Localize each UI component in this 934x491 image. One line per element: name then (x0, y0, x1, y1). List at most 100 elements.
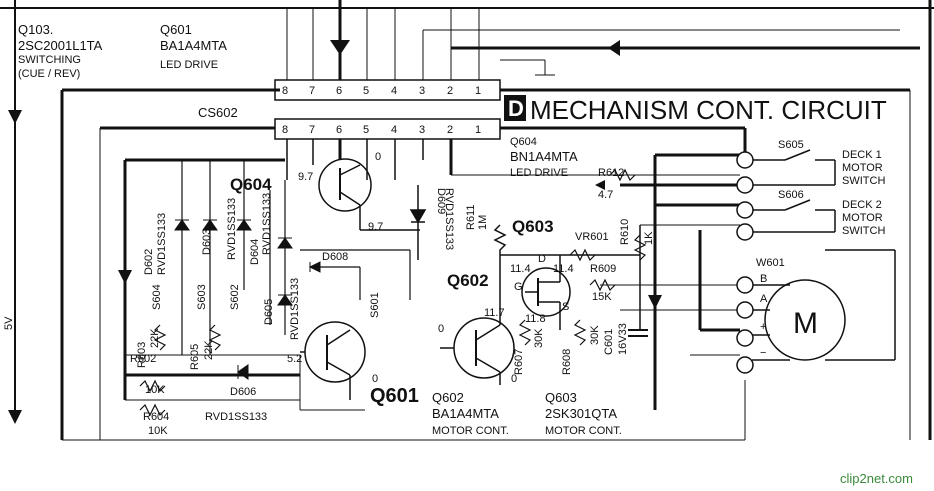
connector-bottom-pins: 8 7 6 5 4 3 2 1 (282, 124, 481, 136)
q604-label: Q604 (230, 175, 272, 194)
q603-label: Q603 (512, 217, 554, 236)
q602-v1: 11.7 (484, 307, 505, 319)
connector-top-pins: 8 7 6 5 4 3 2 1 (282, 85, 481, 97)
d605-name: D605 (263, 299, 275, 325)
s605-l1: MOTOR (842, 162, 883, 174)
q603-v-g: 11.4 (553, 263, 574, 275)
s606-deck: DECK 2 (842, 199, 882, 211)
d605-part: RVD1SS133 (289, 278, 301, 340)
pin-1-top: 1 (475, 85, 481, 97)
q604-part: BN1A4MTA (510, 149, 578, 164)
s606-l2: SWITCH (842, 225, 885, 237)
pin-8-top: 8 (282, 85, 288, 97)
pin-6-top: 6 (336, 85, 342, 97)
pin-6-bottom: 6 (336, 124, 342, 136)
q601-top-role: LED DRIVE (160, 59, 218, 71)
r605-value: 22K (203, 340, 215, 360)
d606-name: D606 (230, 386, 256, 398)
title-badge-bg (504, 95, 526, 121)
q604-v3: 9.7 (368, 221, 383, 233)
q603-d: D (538, 253, 546, 265)
connector-name: CS602 (198, 105, 238, 120)
s605-name: S605 (778, 139, 804, 151)
d609-part: RVD1SS133 (443, 188, 455, 250)
q103-role2: (CUE / REV) (18, 68, 80, 80)
r609-name: R609 (590, 263, 616, 275)
q604-v2: 0 (375, 151, 381, 163)
q602-bottom-name: Q602 (432, 390, 464, 405)
pin-3-top: 3 (419, 85, 425, 97)
title-text: MECHANISM CONT. CIRCUIT (530, 95, 887, 125)
pin-3-bottom: 3 (419, 124, 425, 136)
r609-value: 15K (592, 291, 612, 303)
s605-deck: DECK 1 (842, 149, 882, 161)
title-badge: D (508, 96, 524, 121)
q604-name: Q604 (510, 136, 537, 148)
motor-symbol: M (793, 307, 818, 340)
q603-bottom-name: Q603 (545, 390, 577, 405)
d609-name: D609 (435, 188, 447, 214)
s605-l2: SWITCH (842, 175, 885, 187)
r608-value: 30K (589, 325, 601, 345)
pin-2-bottom: 2 (447, 124, 453, 136)
d604-part: RVD1SS133 (261, 193, 273, 255)
r612-value: 4.7 (598, 189, 613, 201)
q602-v3: 0 (511, 373, 517, 385)
r607-name: R607 (513, 349, 525, 375)
pin-8-bottom: 8 (282, 124, 288, 136)
pin-7-top: 7 (309, 85, 315, 97)
r604-name: R604 (143, 411, 169, 423)
pin-5-top: 5 (363, 85, 369, 97)
pin-2-top: 2 (447, 85, 453, 97)
q604-role: LED DRIVE (510, 167, 568, 179)
pin-7-bottom: 7 (309, 124, 315, 136)
s601-name: S601 (369, 292, 381, 318)
r612-name: R612 (598, 167, 624, 179)
d602-name: D602 (143, 249, 155, 275)
q601-v1: 5.2 (287, 353, 302, 365)
r610-value: 1K (643, 231, 655, 245)
d608-name: D608 (322, 251, 348, 263)
r611-value: 1M (477, 215, 489, 230)
s602-name: S602 (229, 284, 241, 310)
w601-name: W601 (756, 257, 785, 269)
r603-name: R603 (136, 342, 148, 368)
q604-v1: 9.7 (298, 171, 313, 183)
q603-v-d: 11.4 (510, 263, 531, 275)
w601-plus: + (760, 321, 766, 333)
w601-a: A (760, 293, 768, 305)
pin-4-top: 4 (391, 85, 397, 97)
pin-5-bottom: 5 (363, 124, 369, 136)
r610-name: R610 (619, 219, 631, 245)
s606-name: S606 (778, 189, 804, 201)
q601-label: Q601 (370, 385, 419, 407)
r607-value: 30K (533, 328, 545, 348)
w601-b: B (760, 273, 767, 285)
watermark: clip2net.com (840, 471, 913, 486)
s603-name: S603 (196, 284, 208, 310)
q603-g: G (514, 281, 523, 293)
q603-bottom-part: 2SK301QTA (545, 406, 617, 421)
q602-bottom-part: BA1A4MTA (432, 406, 499, 421)
r608-name: R608 (561, 349, 573, 375)
q602-v2: 0 (438, 323, 444, 335)
s604-name: S604 (151, 284, 163, 310)
q603-v-s: 11.8 (525, 313, 546, 325)
pin-1-bottom: 1 (475, 124, 481, 136)
q603-bottom-role: MOTOR CONT. (545, 425, 622, 437)
d606-part: RVD1SS133 (205, 411, 267, 423)
q103-role1: SWITCHING (18, 54, 81, 66)
pin-4-bottom: 4 (391, 124, 397, 136)
r602-name: R602 (130, 353, 156, 365)
c601-name: C601 (603, 329, 615, 355)
r605-name: R605 (189, 344, 201, 370)
q103-part: 2SC2001L1TA (18, 38, 103, 53)
q602-bottom-role: MOTOR CONT. (432, 425, 509, 437)
r604-value: 10K (148, 425, 168, 437)
r603-value: 22K (149, 328, 161, 348)
s606-l1: MOTOR (842, 212, 883, 224)
q103-label: Q103. (18, 22, 53, 37)
q601-v2: 0 (372, 373, 378, 385)
